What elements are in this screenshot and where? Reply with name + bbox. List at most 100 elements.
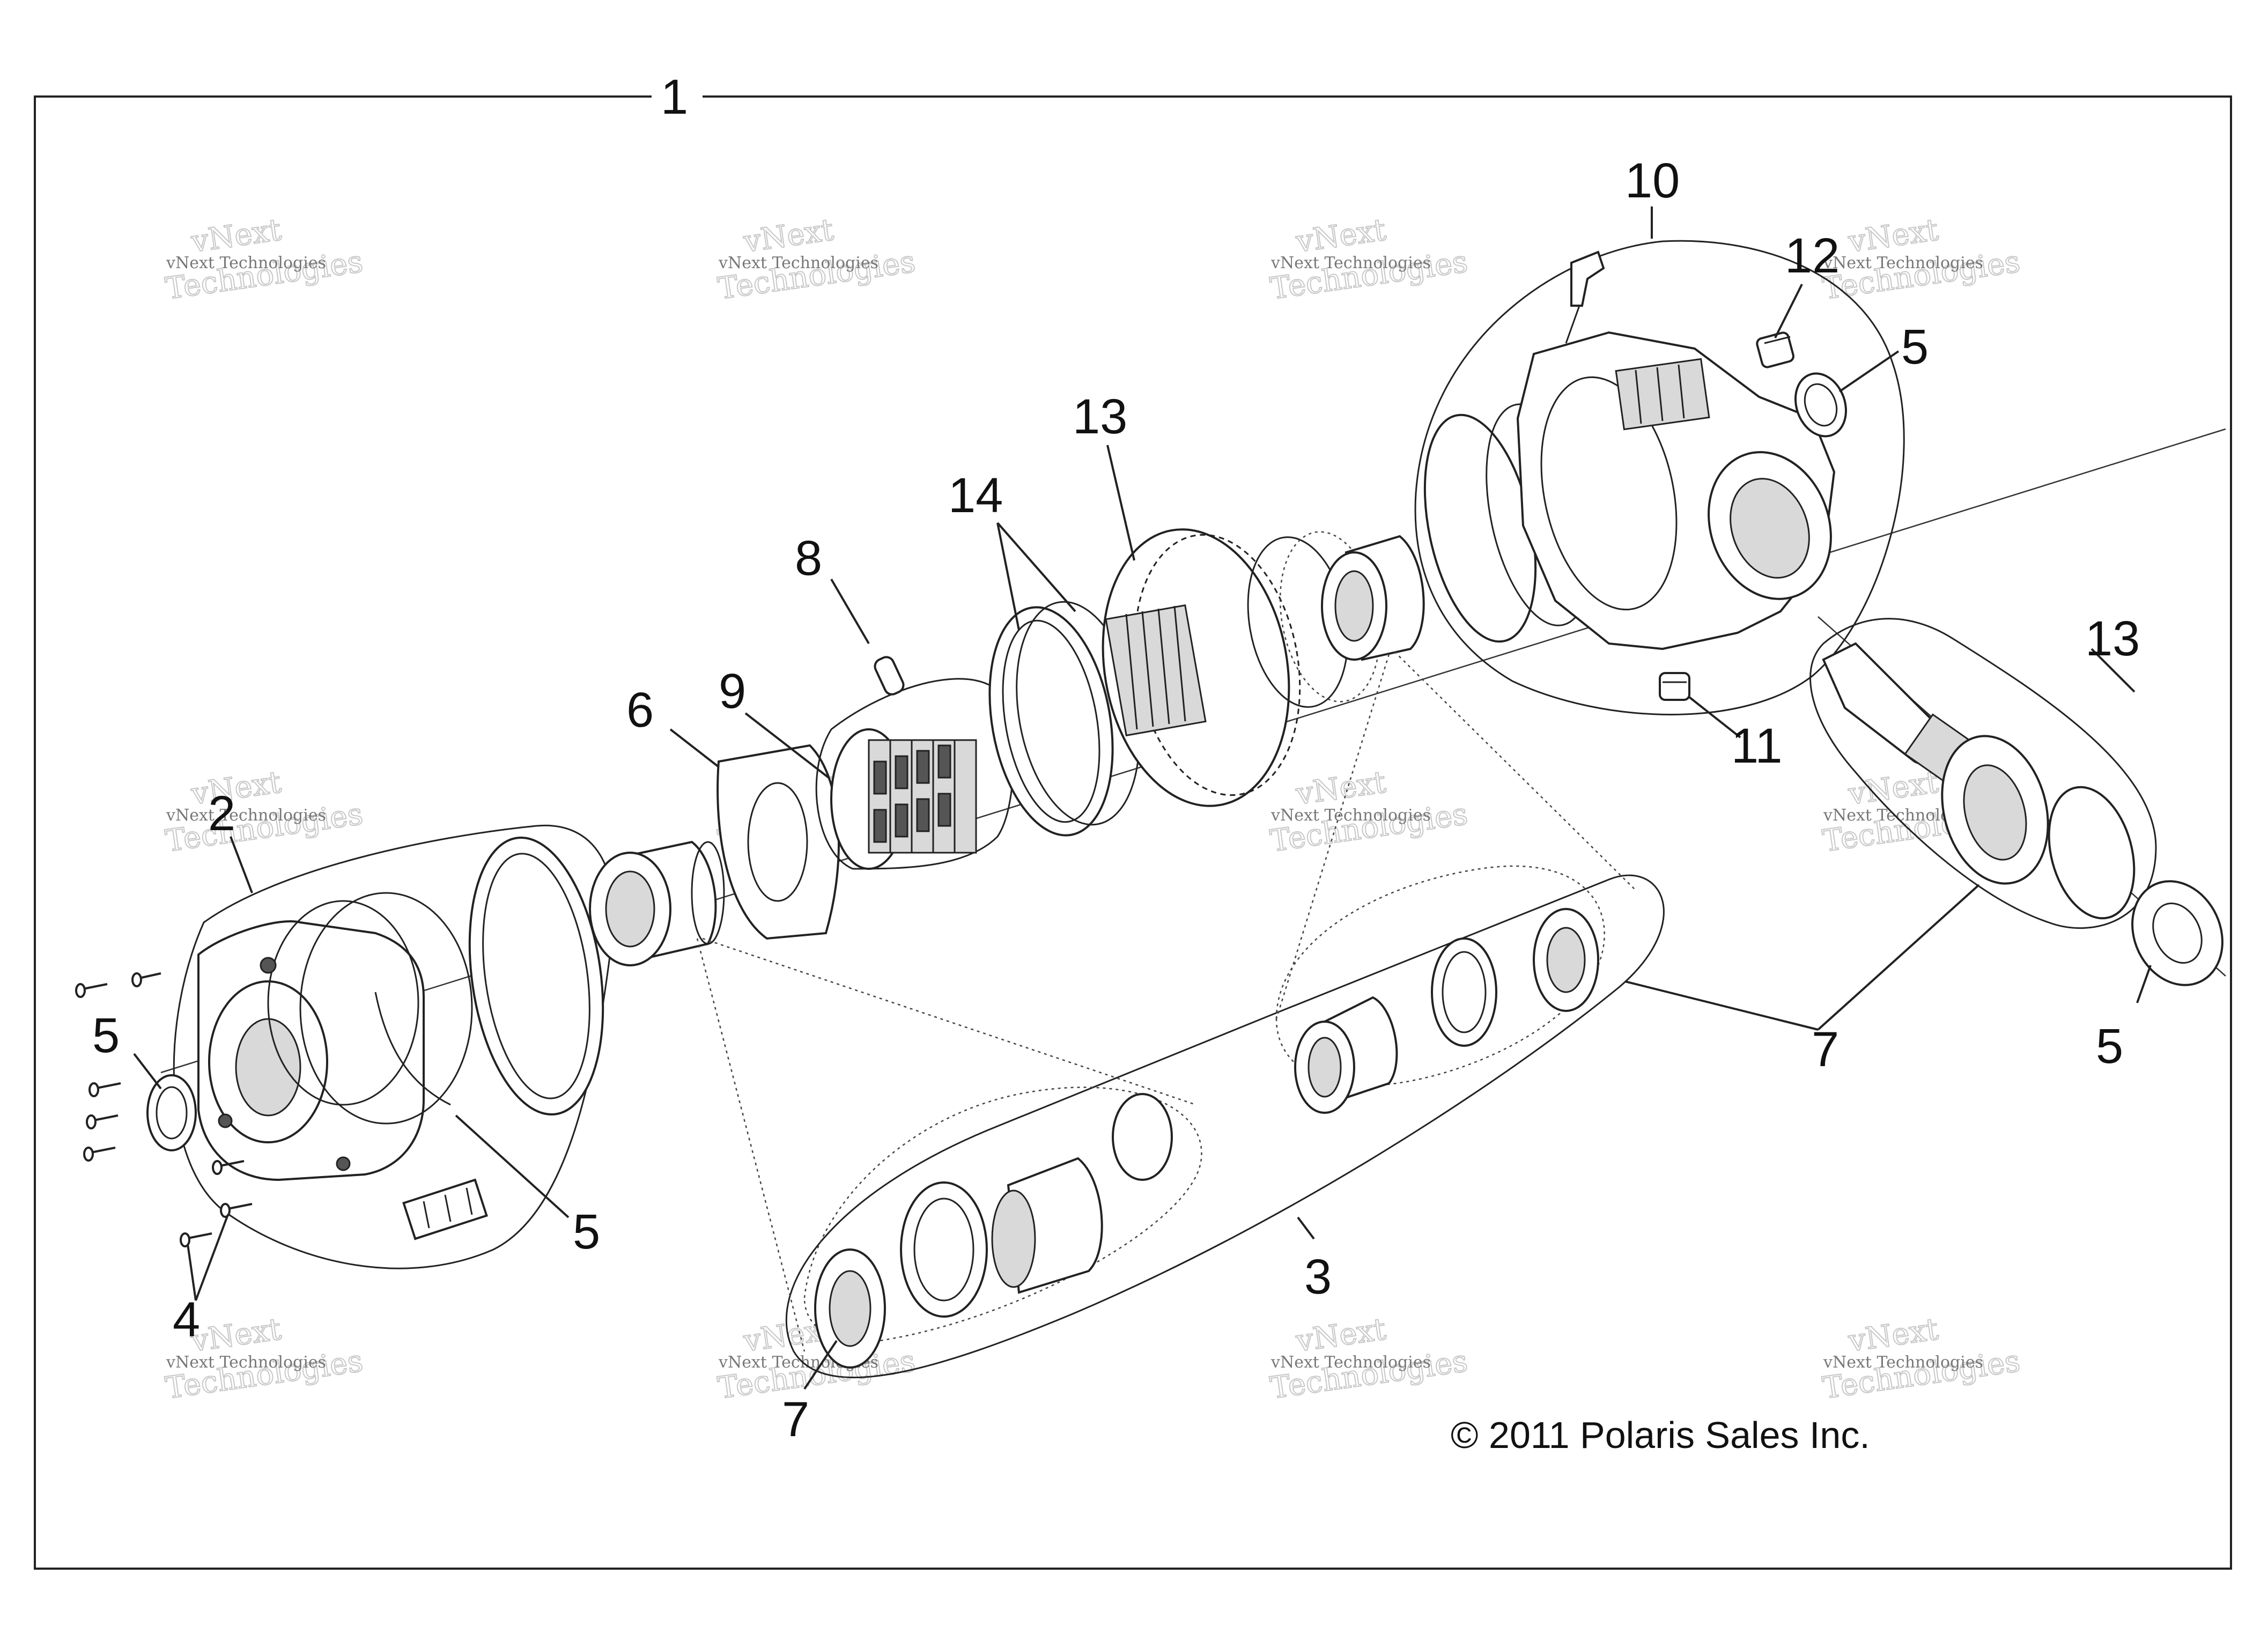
watermark: vNext Technologies vNext Technologies: [1268, 212, 1471, 307]
svg-text:vNext Technologies: vNext Technologies: [1270, 254, 1431, 272]
housing-cover-group: [173, 824, 615, 1269]
callout-10: 10: [1625, 153, 1680, 208]
bolt: [131, 972, 161, 987]
callout-14: 14: [948, 468, 1003, 523]
callout-12: 12: [1785, 228, 1839, 283]
bearing-kit-group: [785, 865, 1665, 1378]
connector-pin: [444, 1194, 452, 1222]
svg-text:vNext Technologies: vNext Technologies: [1270, 806, 1431, 825]
group-bubble: [1809, 618, 2157, 929]
svg-text:vNext: vNext: [189, 765, 284, 812]
bearing-subgroup: [803, 1087, 1202, 1343]
drain-plug: [1659, 672, 1690, 701]
armature-plate-center: [747, 782, 808, 902]
bolt: [180, 1232, 212, 1247]
ring-gear: [1102, 528, 1301, 807]
leader-lines: [133, 206, 2152, 1390]
seal-upper-right-inner: [1804, 383, 1838, 427]
seal-lower-right-inner: [2152, 903, 2203, 964]
svg-text:vNext: vNext: [741, 212, 836, 260]
assembly-frame: [34, 95, 2232, 1570]
group-bubble: [785, 874, 1665, 1378]
seal-left: [146, 1074, 197, 1151]
watermark: vNext Technologies vNext Technologies: [1820, 1311, 2023, 1406]
svg-text:vNext: vNext: [1846, 765, 1941, 812]
callout-11: 11: [1731, 719, 1783, 773]
watermark: vNext Technologies vNext Technologies: [1268, 764, 1471, 859]
callout-13-right: 13: [2085, 611, 2140, 666]
pinion-bearing-inner: [1963, 764, 2027, 861]
bolt: [83, 1147, 116, 1162]
bolt: [86, 1114, 119, 1129]
bolts: [75, 972, 253, 1247]
svg-text:vNext Technologies: vNext Technologies: [166, 254, 326, 272]
group-bubble: [173, 824, 615, 1269]
fill-plug: [1756, 331, 1794, 368]
bolt: [212, 1160, 245, 1175]
callout-7-right: 7: [1812, 1022, 1839, 1077]
housing-opening: [1540, 376, 1678, 611]
housing-bolt-hole: [260, 957, 277, 974]
svg-text:vNext Technologies: vNext Technologies: [718, 254, 878, 272]
pin: [874, 656, 905, 696]
connector: [402, 1178, 488, 1240]
pinion-bore-inner: [1730, 478, 1810, 579]
pinion-shim: [2048, 786, 2136, 920]
callout-8: 8: [795, 531, 822, 586]
svg-text:vNext Technologies: vNext Technologies: [166, 1353, 326, 1372]
callout-5-upper-right: 5: [1901, 320, 1929, 374]
watermark: vNext Technologies vNext Technologies: [715, 212, 918, 307]
callout-9: 9: [719, 664, 746, 719]
watermark: vNext Technologies vNext Technologies: [1268, 1311, 1471, 1406]
callout-1: 1: [661, 70, 688, 124]
callout-7-bottom: 7: [782, 1392, 809, 1447]
svg-text:vNext: vNext: [189, 1312, 284, 1359]
seal-lower-right: [2131, 880, 2223, 986]
callout-5-housing: 5: [573, 1204, 600, 1259]
housing-bolt-hole: [336, 1156, 351, 1171]
svg-text:vNext Technologies: vNext Technologies: [1270, 1353, 1431, 1372]
projection-line: [1394, 651, 1636, 891]
svg-text:vNext: vNext: [1294, 212, 1388, 260]
callout-5-left: 5: [92, 1008, 120, 1063]
callout-4: 4: [173, 1292, 200, 1347]
callouts: 1 2 3 4 5 5 5 5 6 7 7 8 9 10 11 12 13 13…: [92, 70, 2140, 1447]
svg-text:vNext Technologies: vNext Technologies: [1823, 254, 1983, 272]
callout-3: 3: [1304, 1250, 1332, 1304]
roller-cage: [815, 678, 1014, 870]
watermark: vNext Technologies vNext Technologies: [163, 212, 366, 307]
pinion-shaft-group: [1809, 618, 2157, 929]
housing-flange: [267, 900, 419, 1106]
rear-bearing-hub: [1321, 535, 1425, 661]
bolt: [220, 1203, 253, 1218]
clutch-rings: [988, 601, 1140, 837]
svg-text:vNext: vNext: [1846, 212, 1941, 260]
housing-flange-rim: [299, 892, 473, 1125]
callout-2: 2: [208, 786, 235, 841]
housing-bolt-hole: [218, 1113, 233, 1128]
svg-text:vNext: vNext: [1294, 765, 1388, 812]
svg-text:vNext: vNext: [1294, 1312, 1388, 1359]
copyright-text: © 2011 Polaris Sales Inc.: [1451, 1414, 1870, 1456]
wire-harness: [374, 992, 451, 1106]
connector-pin: [466, 1187, 473, 1215]
housing-gasket: [468, 836, 604, 1116]
projection-line: [702, 937, 1196, 1106]
svg-text:vNext: vNext: [1846, 1312, 1941, 1359]
front-bearing-hub: [589, 840, 725, 966]
callout-5-lower-right: 5: [2096, 1019, 2123, 1074]
housing-gasket-inner: [482, 853, 590, 1099]
bolt: [75, 983, 108, 998]
armature-plate: [716, 744, 840, 940]
projection-line: [696, 938, 806, 1352]
svg-text:vNext: vNext: [189, 212, 284, 260]
callout-13-center: 13: [1073, 389, 1127, 444]
seal-left-inner: [156, 1086, 188, 1140]
callout-6: 6: [626, 683, 654, 737]
housing-bore-inner: [235, 1018, 301, 1117]
svg-text:vNext Technologies: vNext Technologies: [1823, 1353, 1983, 1372]
watermark: vNext Technologies vNext Technologies: [1820, 212, 2023, 307]
main-housing-group: [1414, 240, 1905, 715]
svg-text:vNext Technologies: vNext Technologies: [166, 806, 326, 825]
connector-pin: [423, 1201, 430, 1229]
